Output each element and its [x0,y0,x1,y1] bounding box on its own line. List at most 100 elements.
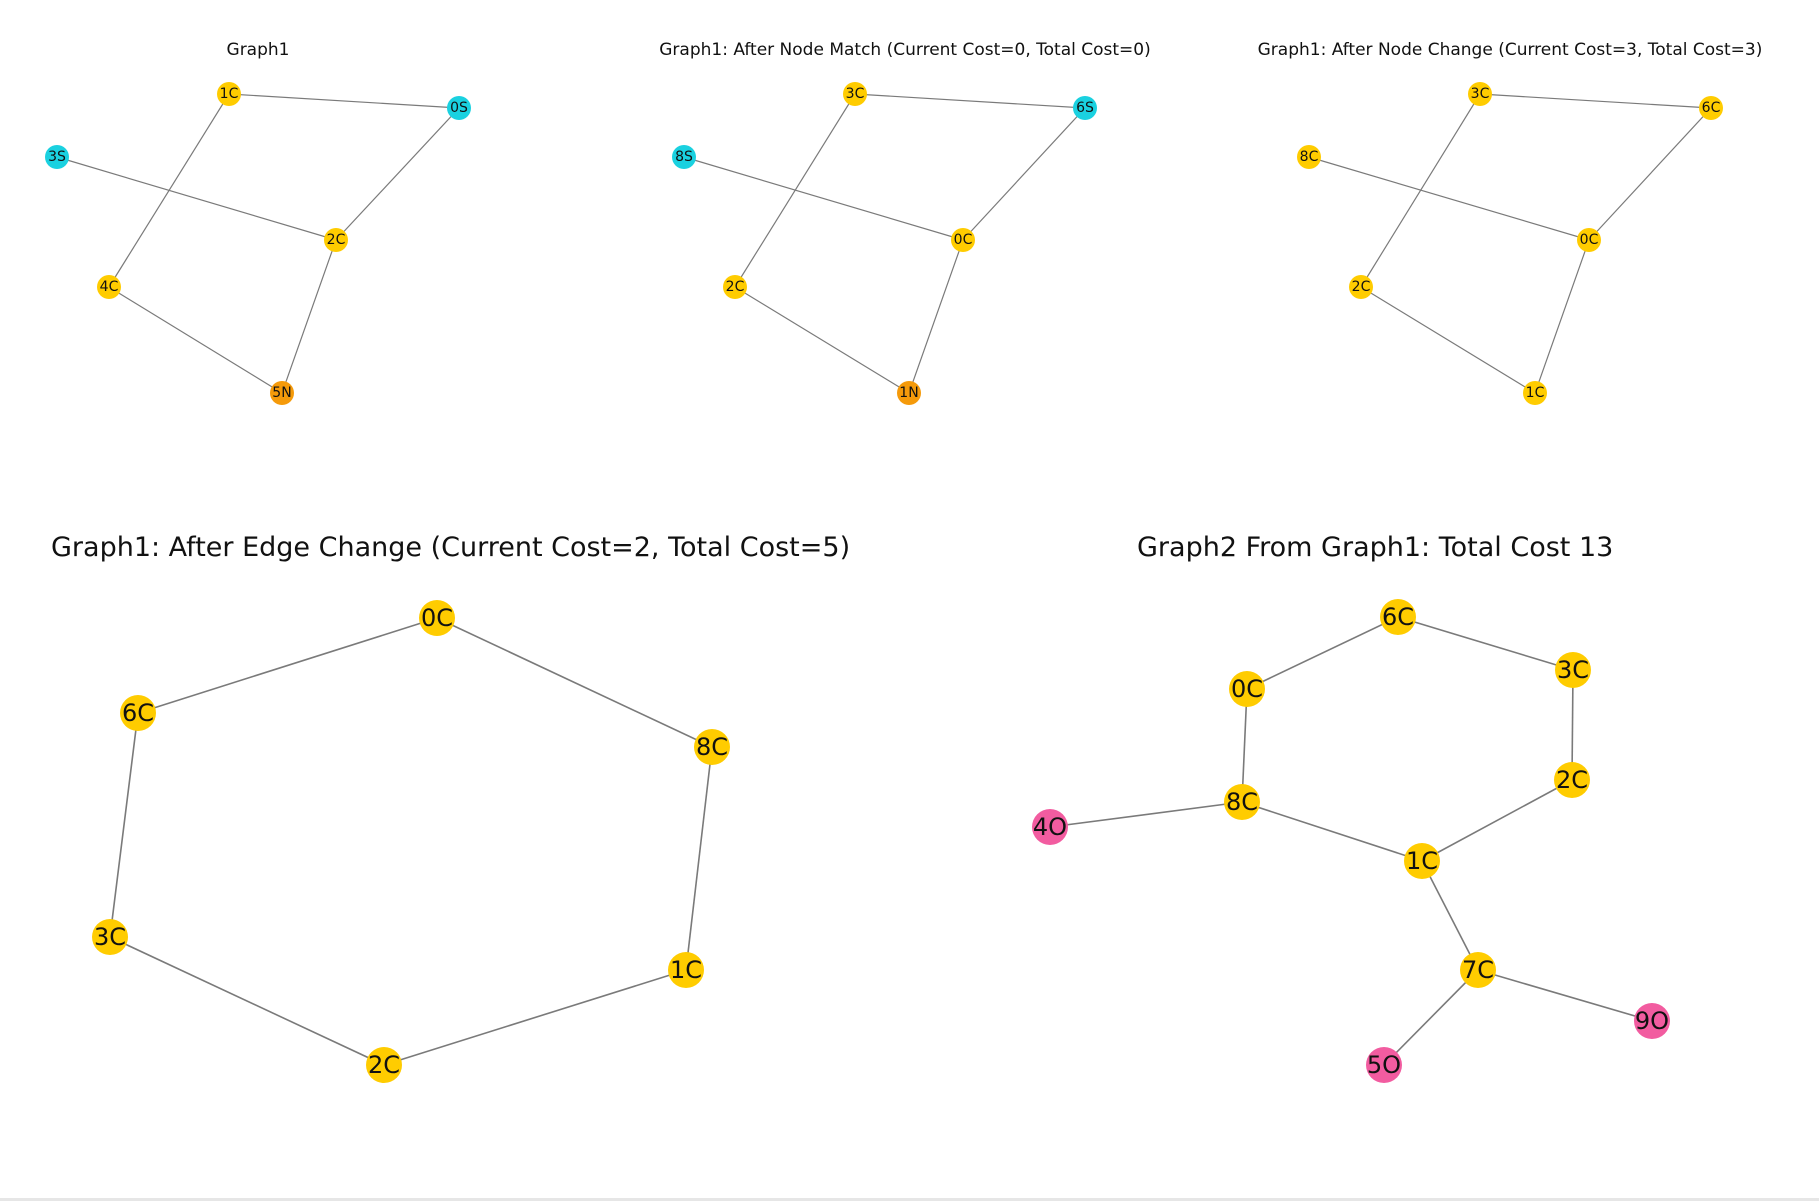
node-circle [1554,762,1590,798]
node-label: 5N [272,385,291,401]
node-circle [1468,82,1492,106]
node-0C: 0C [1577,228,1601,252]
edge-6C-0C [1588,107,1712,241]
edge-1C-7C [1421,860,1479,971]
node-label: 0C [954,232,973,248]
edge-0S-2C [335,107,460,241]
node-circle [1224,784,1260,820]
node-label: 3C [1471,86,1490,102]
node-circle [45,145,69,169]
node-label: 6C [1382,603,1414,631]
edge-4C-5N [108,286,283,394]
node-label: 0C [1231,675,1263,703]
node-1C: 1C [217,82,241,106]
node-label: 6S [1076,100,1094,116]
node-circle [1404,843,1440,879]
edge-6C-3C [109,712,139,938]
node-label: 8S [675,149,693,165]
edge-2C-5N [281,239,337,394]
node-label: 8C [1226,788,1258,816]
node-circle [694,729,730,765]
node-label: 1C [1526,385,1545,401]
node-label: 2C [368,1051,400,1079]
panel-title: Graph1: After Node Change (Current Cost=… [1257,40,1763,60]
node-circle [92,919,128,955]
node-label: 0S [450,100,468,116]
node-1C: 1C [1523,381,1547,405]
node-6C: 6C [120,695,156,731]
edge-0C-1N [908,239,964,394]
node-circle [270,381,294,405]
panel-title: Graph1: After Node Match (Current Cost=0… [659,40,1151,60]
edges-group [1049,616,1653,1066]
node-circle [1460,952,1496,988]
node-circle [1366,1047,1402,1083]
panel-title: Graph1: After Edge Change (Current Cost=… [51,532,851,563]
node-label: 4C [100,279,119,295]
node-circle [897,381,921,405]
node-circle [1073,96,1097,120]
edge-3S-2C [56,156,337,241]
node-label: 3C [94,923,126,951]
edge-3C-2C [1571,669,1574,781]
node-circle [1699,96,1723,120]
node-circle [1349,275,1373,299]
edge-2C-1C [1360,286,1536,394]
node-circle [843,82,867,106]
edge-7C-5O [1383,969,1479,1066]
node-label: 3C [1557,656,1589,684]
panel-title: Graph1 [226,40,290,60]
node-8S: 8S [672,145,696,169]
node-5O: 5O [1366,1047,1402,1083]
node-0C: 0C [419,600,455,636]
node-8C: 8C [694,729,730,765]
edge-2C-1C [1421,779,1573,862]
node-circle [668,952,704,988]
node-circle [1634,1003,1670,1039]
node-circle [120,695,156,731]
node-circle [951,228,975,252]
node-label: 2C [1352,279,1371,295]
node-label: 2C [726,279,745,295]
node-circle [1555,652,1591,688]
node-label: 1C [220,86,239,102]
edges-group [109,617,713,1066]
graph-panel-after-edge-change: Graph1: After Edge Change (Current Cost=… [0,500,900,1200]
node-label: 4O [1033,813,1067,841]
node-label: 5O [1367,1051,1401,1079]
node-circle [1229,671,1265,707]
node-label: 6C [1702,100,1721,116]
edge-3C-2C [109,936,385,1066]
edge-0C-6C [137,617,438,714]
node-2C: 2C [366,1047,402,1083]
node-3C: 3C [1555,652,1591,688]
node-3C: 3C [92,919,128,955]
node-6C: 6C [1380,599,1416,635]
node-label: 1C [670,956,702,984]
node-circle [672,145,696,169]
node-0C: 0C [1229,671,1265,707]
node-label: 3C [846,86,865,102]
node-0S: 0S [447,96,471,120]
node-4O: 4O [1032,809,1068,845]
node-label: 0C [1580,232,1599,248]
node-label: 8C [696,733,728,761]
edges-group [56,93,460,394]
node-3C: 3C [843,82,867,106]
node-circle [1380,599,1416,635]
node-circle [1577,228,1601,252]
edge-6C-0C [1246,616,1399,690]
edge-0C-8C [1241,688,1248,803]
node-circle [419,600,455,636]
node-6S: 6S [1073,96,1097,120]
node-1C: 1C [668,952,704,988]
node-2C: 2C [1554,762,1590,798]
node-circle [366,1047,402,1083]
node-2C: 2C [324,228,348,252]
node-1C: 1C [1404,843,1440,879]
